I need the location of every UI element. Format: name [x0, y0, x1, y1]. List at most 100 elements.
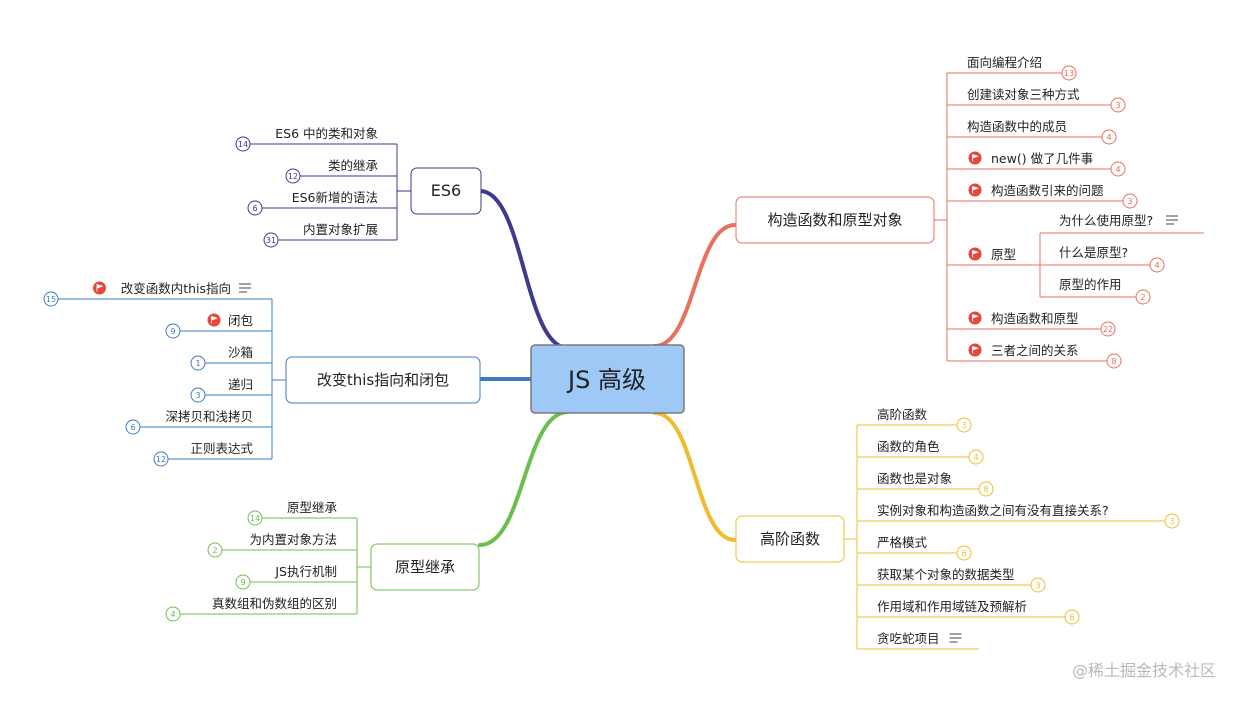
subtopic[interactable]: 高阶函数 3: [857, 407, 972, 433]
svg-text:6: 6: [252, 204, 257, 213]
subtopic-label: 闭包: [228, 313, 253, 328]
svg-text:2: 2: [212, 546, 217, 555]
subtopic-label: 贪吃蛇项目: [877, 631, 940, 646]
subtopic[interactable]: 闭包 9: [165, 313, 272, 339]
subtopic-label: 构造函数中的成员: [967, 119, 1067, 134]
subtopic-label: 为内置对象方法: [249, 532, 337, 547]
subtopic-label: 递归: [228, 377, 253, 392]
subtopic[interactable]: 递归 3: [190, 377, 272, 403]
flag-icon: [968, 311, 982, 325]
subtopic-label: 什么是原型?: [1059, 245, 1128, 260]
subtopic-label: 严格模式: [877, 535, 928, 550]
svg-text:3: 3: [1035, 581, 1040, 590]
topic-hof[interactable]: 高阶函数: [735, 515, 845, 563]
subtopic[interactable]: 正则表达式 12: [153, 441, 272, 467]
subtopic-label: 创建读对象三种方式: [967, 87, 1080, 102]
flag-icon: [968, 151, 982, 165]
count-badge: 6: [125, 419, 141, 435]
subtopic[interactable]: 为内置对象方法 2: [207, 532, 357, 558]
topic-proto[interactable]: 构造函数和原型对象: [735, 196, 935, 244]
count-badge: 4: [1101, 129, 1117, 145]
subtopic[interactable]: 深拷贝和浅拷贝 6: [125, 409, 272, 435]
branch-connector: [478, 189, 570, 350]
subtopic[interactable]: 实例对象和构造函数之间有没有直接关系?3: [857, 503, 1180, 529]
count-badge: 6: [1064, 609, 1080, 625]
subtopic[interactable]: 构造函数和原型 22: [947, 311, 1116, 337]
count-badge: 22: [1100, 321, 1116, 337]
branch-proto: 构造函数和原型对象面向编程介绍13创建读对象三种方式3构造函数中的成员4new(…: [653, 55, 1204, 369]
subtopic[interactable]: ES6新增的语法 6: [247, 190, 397, 216]
svg-text:14: 14: [238, 140, 248, 149]
subtopic-label: 高阶函数: [877, 407, 928, 422]
count-badge: 3: [190, 387, 206, 403]
subtopic[interactable]: 函数的角色 4: [857, 439, 984, 465]
svg-text:15: 15: [46, 295, 56, 304]
subtopic-label: 构造函数和原型: [991, 311, 1079, 326]
svg-text:4: 4: [1115, 165, 1120, 174]
subtopic-label: 正则表达式: [190, 441, 253, 456]
branch-hof: 高阶函数高阶函数3函数的角色4函数也是对象8实例对象和构造函数之间有没有直接关系…: [653, 407, 1180, 650]
topic-label: 改变this指向和闭包: [317, 371, 449, 389]
topic-es6[interactable]: ES6: [410, 167, 482, 215]
note-icon[interactable]: [949, 633, 962, 643]
subtopic-child[interactable]: 什么是原型? 4: [1040, 245, 1165, 273]
svg-text:4: 4: [973, 453, 978, 462]
subtopic-child[interactable]: 为什么使用原型?: [1040, 213, 1204, 234]
count-badge: 3: [956, 417, 972, 433]
svg-text:3: 3: [1115, 101, 1120, 110]
subtopic-label: 内置对象扩展: [303, 222, 378, 237]
topic-inherit[interactable]: 原型继承: [370, 543, 480, 591]
subtopic[interactable]: 严格模式 6: [857, 535, 972, 561]
subtopic-label: 深拷贝和浅拷贝: [165, 409, 253, 424]
subtopic[interactable]: 创建读对象三种方式 3: [947, 87, 1126, 113]
topic-this[interactable]: 改变this指向和闭包: [285, 356, 481, 404]
count-badge: 8: [1106, 353, 1122, 369]
note-icon[interactable]: [1166, 215, 1178, 225]
svg-text:6: 6: [961, 549, 966, 558]
central-topic-label: JS 高级: [566, 366, 646, 394]
svg-text:31: 31: [266, 236, 276, 245]
subtopic-label: 构造函数引来的问题: [991, 183, 1104, 198]
subtopic[interactable]: 构造函数中的成员 4: [947, 119, 1117, 145]
subtopic-label: 作用域和作用域链及预解析: [877, 599, 1027, 614]
flag-icon: [968, 183, 982, 197]
subtopic[interactable]: 贪吃蛇项目: [857, 631, 979, 650]
svg-text:4: 4: [170, 610, 175, 619]
central-topic[interactable]: JS 高级: [530, 344, 685, 414]
count-badge: 2: [1135, 289, 1151, 305]
count-badge: 6: [956, 545, 972, 561]
count-badge: 3: [1030, 577, 1046, 593]
subtopic[interactable]: 内置对象扩展 31: [263, 222, 397, 248]
subtopic-label: 面向编程介绍: [967, 55, 1042, 70]
svg-text:3: 3: [961, 421, 966, 430]
subtopic-label: 沙箱: [228, 345, 253, 360]
svg-text:9: 9: [170, 327, 175, 336]
svg-text:12: 12: [156, 455, 166, 464]
count-badge: 4: [1149, 257, 1165, 273]
subtopic-label: ES6新增的语法: [292, 190, 378, 205]
note-icon[interactable]: [239, 283, 251, 293]
subtopic[interactable]: 沙箱1: [190, 345, 272, 371]
watermark: @稀土掘金技术社区: [1072, 661, 1216, 680]
topic-label: ES6: [431, 181, 461, 200]
subtopic[interactable]: 作用域和作用域链及预解析 6: [857, 599, 1080, 625]
topic-label: 高阶函数: [760, 530, 820, 548]
subtopic-label: 函数的角色: [877, 439, 940, 454]
